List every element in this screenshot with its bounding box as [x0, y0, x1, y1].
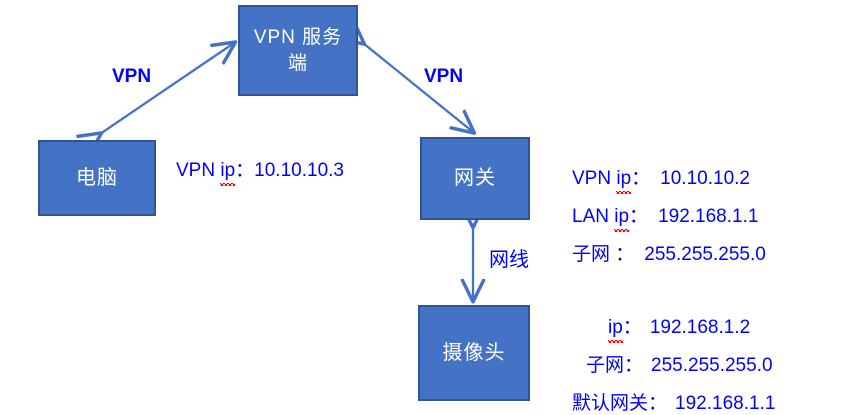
annotation-value: 192.168.1.1 [675, 393, 776, 414]
annotation-key: ip [220, 160, 236, 186]
annotation-colon: ： [235, 160, 255, 181]
annotation-value: 192.168.1.1 [658, 206, 759, 227]
annotation-colon: ： [622, 317, 642, 338]
annotation-camera-ip: ip： 192.168.1.2 [572, 312, 856, 343]
annotation-key-group: LAN ip： [572, 201, 649, 232]
annotation-key: ip [614, 206, 630, 232]
annotation-key-group: 子网 ： [572, 239, 634, 266]
annotation-camera-subnet: 子网： 255.255.255.0 [572, 350, 856, 377]
annotation-colon: ： [624, 355, 644, 376]
annotation-key: 子网 [572, 244, 616, 265]
annotation-computer-vpn-ip: VPN ip：10.10.10.3 [176, 155, 344, 186]
node-gateway[interactable]: 网关 [420, 137, 530, 220]
annotation-prefix: VPN [176, 160, 221, 181]
node-computer[interactable]: 电脑 [38, 140, 156, 216]
annotation-key: 子网 [586, 355, 625, 376]
edge-computer-vpnserver [100, 43, 234, 134]
annotation-value: 10.10.10.3 [254, 160, 344, 181]
annotation-camera-default-gateway: 默认网关： 192.168.1.1 [572, 388, 856, 415]
annotation-key: ip [616, 168, 632, 194]
edge-label-vpn-right: VPN [424, 66, 464, 87]
edge-label-network-cable: 网线 [489, 249, 529, 271]
annotation-block-gateway: VPN ip： 10.10.10.2 LAN ip： 192.168.1.1 子… [572, 163, 766, 266]
edge-label-vpn-left: VPN [112, 66, 152, 87]
annotation-gateway-vpn-ip: VPN ip： 10.10.10.2 [572, 163, 766, 194]
annotation-prefix: VPN [572, 168, 617, 189]
node-camera[interactable]: 摄像头 [418, 305, 530, 401]
annotation-key: 默认网关 [572, 393, 649, 414]
node-vpn-server[interactable]: VPN 服务端 [238, 5, 358, 96]
annotation-key-group: VPN ip： [572, 163, 651, 194]
annotation-colon: ： [631, 168, 651, 189]
annotation-gateway-subnet: 子网 ： 255.255.255.0 [572, 239, 766, 266]
annotation-value: 10.10.10.2 [660, 168, 750, 189]
annotation-value: 192.168.1.2 [649, 317, 751, 338]
annotation-value: 255.255.255.0 [651, 355, 773, 376]
annotation-value: 255.255.255.0 [644, 244, 766, 265]
annotation-gateway-lan-ip: LAN ip： 192.168.1.1 [572, 201, 766, 232]
annotation-colon: ： [615, 244, 635, 265]
annotation-key: ip [608, 317, 623, 343]
annotation-colon: ： [629, 206, 649, 227]
annotation-block-camera: ip：192.168.1.2 子网：255.255.255.0 默认网关：192… [572, 312, 856, 415]
annotation-prefix: LAN [572, 206, 615, 227]
annotation-colon: ： [648, 393, 668, 414]
